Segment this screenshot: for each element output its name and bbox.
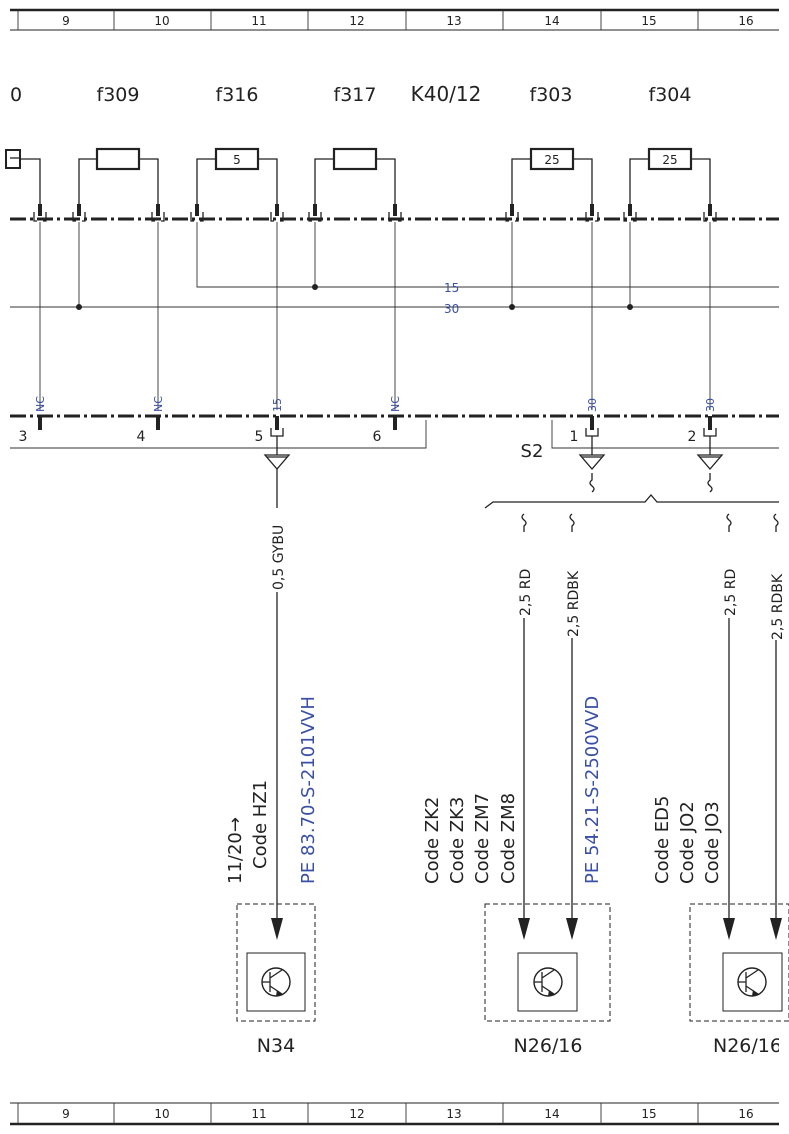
grid-col-16-bottom: 16 xyxy=(738,1107,753,1121)
grid-col-15-bottom: 15 xyxy=(641,1107,656,1121)
n34-ref: PE 83.70-S-2101VVH xyxy=(298,696,319,884)
pin-term-1: 30 xyxy=(586,398,599,412)
component-n26b-label: N26/16 xyxy=(713,1035,782,1057)
grid-col-10-bottom: 10 xyxy=(154,1107,169,1121)
pin-num-1: 1 xyxy=(570,429,579,445)
grid-col-10: 10 xyxy=(154,14,169,28)
component-n26b xyxy=(689,903,789,1022)
grid-col-11: 11 xyxy=(251,14,266,28)
n26b-code-1: Code ED5 xyxy=(652,796,673,885)
fuse-label-partial: 0 xyxy=(10,84,22,106)
relay-label: K40/12 xyxy=(411,82,482,106)
fuse-f316: 5 xyxy=(196,147,278,210)
grid-col-16: 16 xyxy=(738,14,753,28)
n34-code: Code HZ1 xyxy=(250,780,271,869)
internal-buses: 15 30 xyxy=(10,222,779,316)
pin-term-6: NC xyxy=(389,396,402,412)
bus-15-label: 15 xyxy=(444,281,459,295)
code-labels: 11/20→ Code HZ1 PE 83.70-S-2101VVH Code … xyxy=(225,696,723,884)
top-grid-ruler: 9 10 11 12 13 14 15 16 xyxy=(10,8,779,31)
fuse-label-f317: f317 xyxy=(334,84,377,106)
fuse-f303: 25 xyxy=(511,147,593,210)
connector-housing-left xyxy=(10,420,427,449)
component-labels: N34 N26/16 N26/16 xyxy=(257,1035,782,1057)
upper-terminals xyxy=(33,204,717,222)
wire-n34: 0,5 GYBU xyxy=(271,469,287,940)
fuse-symbols: 5 25 25 xyxy=(5,147,711,210)
switch-label: S2 xyxy=(521,441,544,462)
grid-col-14: 14 xyxy=(544,14,559,28)
n26a-ref: PE 54.21-S-2500VVD xyxy=(582,696,603,884)
fuse-f309 xyxy=(78,147,159,210)
grid-col-12-bottom: 12 xyxy=(349,1107,364,1121)
grid-col-13: 13 xyxy=(446,14,461,28)
pin-num-2: 2 xyxy=(688,429,697,445)
pin-numbers: 3 4 5 6 1 2 S2 xyxy=(19,429,697,462)
bus-30-label: 30 xyxy=(444,302,459,316)
pin-num-5: 5 xyxy=(255,429,264,445)
grid-col-9: 9 xyxy=(62,14,70,28)
n26a-code-3: Code ZM7 xyxy=(472,793,493,884)
fuse-f304-rating: 25 xyxy=(662,153,677,167)
grid-col-13-bottom: 13 xyxy=(446,1107,461,1121)
n26a-code-2: Code ZK3 xyxy=(447,797,468,884)
fuse-label-f303: f303 xyxy=(530,84,573,106)
component-n26a-label: N26/16 xyxy=(514,1035,583,1057)
n26a-code-1: Code ZK2 xyxy=(422,797,443,884)
fuse-f316-rating: 5 xyxy=(233,153,241,167)
connector-housing-s2 xyxy=(551,420,779,449)
pin-num-4: 4 xyxy=(137,429,146,445)
pin-terms: NC NC 15 NC 30 30 xyxy=(34,396,717,412)
fuse-label-f304: f304 xyxy=(649,84,692,106)
wire-n26b-1-label: 2,5 RD xyxy=(723,569,739,616)
fuse-f317 xyxy=(314,147,396,210)
grid-col-11-bottom: 11 xyxy=(251,1107,266,1121)
wire-n26a: 2,5 RD 2,5 RDBK xyxy=(518,513,582,940)
wire-n34-label: 0,5 GYBU xyxy=(271,525,287,590)
component-n34 xyxy=(236,903,316,1022)
pin-num-6: 6 xyxy=(373,429,382,445)
wire-n26a-2-label: 2,5 RDBK xyxy=(566,570,582,637)
internal-verticals xyxy=(39,222,711,410)
grid-col-14-bottom: 14 xyxy=(544,1107,559,1121)
fuse-f304: 25 xyxy=(629,147,711,210)
pin-term-5: 15 xyxy=(271,398,284,412)
wire-n26b-2-label: 2,5 RDBK xyxy=(770,573,786,640)
fuse-label-f316: f316 xyxy=(216,84,259,106)
grid-col-15: 15 xyxy=(641,14,656,28)
wire-n26b: 2,5 RD 2,5 RDBK xyxy=(723,513,786,940)
n26b-code-2: Code JO2 xyxy=(677,801,698,884)
pin-term-3: NC xyxy=(34,396,47,412)
wire-group-brace xyxy=(484,494,779,509)
bottom-grid-ruler: 9 10 11 12 13 14 15 16 xyxy=(10,1102,779,1126)
pin-term-2: 30 xyxy=(704,398,717,412)
feed-symbols xyxy=(263,436,724,493)
grid-col-12: 12 xyxy=(349,14,364,28)
fuse-labels: 0 f309 f316 f317 K40/12 f303 f304 xyxy=(10,82,692,106)
fuse-label-f309: f309 xyxy=(97,84,140,106)
n34-date-code: 11/20→ xyxy=(225,817,246,884)
n26a-code-4: Code ZM8 xyxy=(498,793,519,884)
pin-term-4: NC xyxy=(152,396,165,412)
fuse-f303-rating: 25 xyxy=(544,153,559,167)
pin-num-3: 3 xyxy=(19,429,28,445)
component-n34-label: N34 xyxy=(257,1035,295,1057)
component-n26a xyxy=(484,903,611,1022)
wire-n26a-1-label: 2,5 RD xyxy=(518,569,534,616)
grid-col-9-bottom: 9 xyxy=(62,1107,70,1121)
n26b-code-3: Code JO3 xyxy=(702,801,723,884)
